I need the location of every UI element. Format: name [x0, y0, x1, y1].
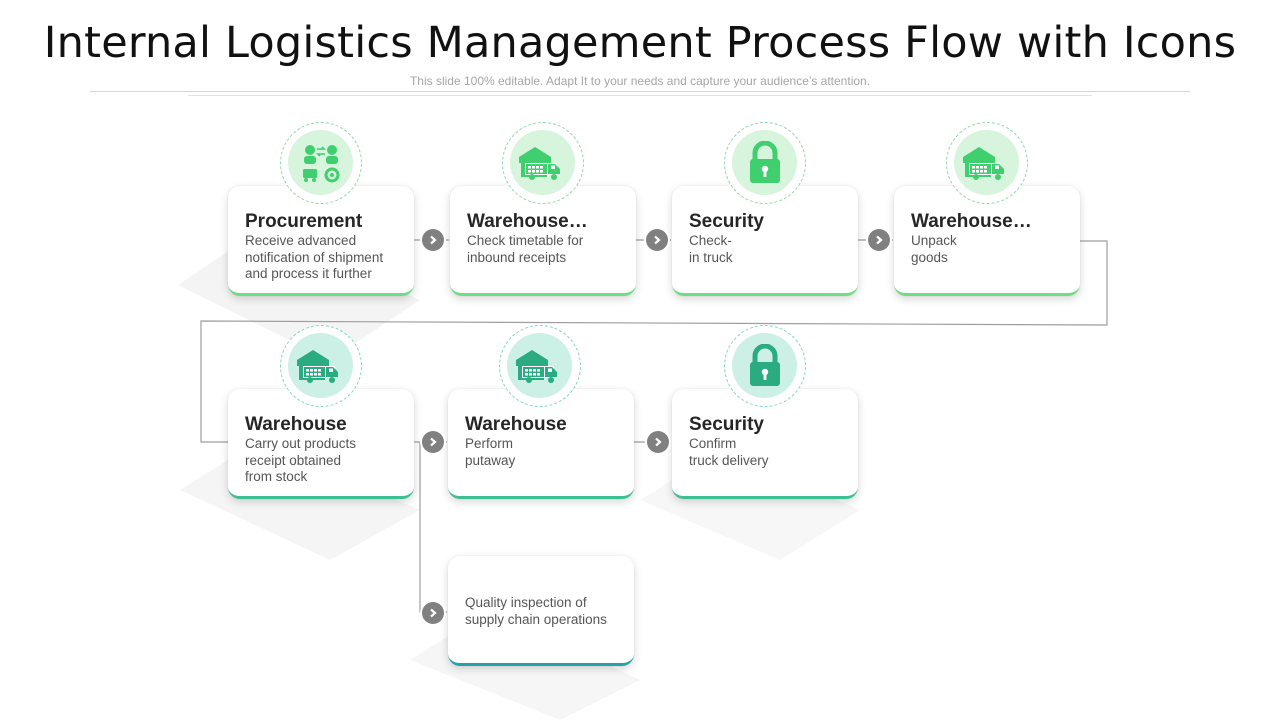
step-card-warehouse-3: Warehouse Carry out products receipt obt… [228, 389, 414, 499]
step-icon-badge [724, 122, 806, 204]
flow-arrow-icon [422, 431, 444, 453]
flow-arrow-icon [422, 602, 444, 624]
step-title: Security [689, 415, 764, 435]
step-description: Unpack goods [911, 233, 957, 265]
step-description: Carry out products receipt obtained from… [245, 436, 357, 484]
padlock-icon [749, 343, 780, 386]
title-divider-secondary [188, 95, 1092, 96]
flow-arrow-icon [647, 431, 669, 453]
step-card-procurement: Procurement Receive advanced notificatio… [228, 186, 414, 296]
step-description: Perform putaway [465, 436, 516, 468]
warehouse-truck-icon [296, 349, 338, 383]
padlock-icon [749, 140, 780, 183]
step-description: Receive advanced notification of shipmen… [245, 233, 384, 281]
step-icon-badge [502, 122, 584, 204]
flow-arrow-icon [422, 229, 444, 251]
warehouse-truck-icon [515, 349, 557, 383]
step-description: Check timetable for inbound receipts [467, 233, 584, 265]
warehouse-truck-icon [518, 146, 560, 180]
step-title: Security [689, 212, 764, 232]
flow-arrow-icon [646, 229, 668, 251]
slide-subtitle: This slide 100% editable. Adapt It to yo… [409, 74, 871, 88]
step-title: Warehouse [245, 415, 347, 435]
step-card-security-2: Security Confirm truck delivery [672, 389, 858, 499]
step-description: Check- in truck [689, 233, 733, 265]
step-title: Procurement [245, 212, 363, 232]
step-card-warehouse-1: Warehouse… Check timetable for inbound r… [450, 186, 636, 296]
step-title: Warehouse… [467, 212, 588, 232]
warehouse-truck-icon [962, 146, 1004, 180]
step-card-warehouse-2: Warehouse… Unpack goods [894, 186, 1080, 296]
step-card-security-1: Security Check- in truck [672, 186, 858, 296]
step-card-warehouse-4: Warehouse Perform putaway [448, 389, 634, 499]
step-description: Confirm truck delivery [689, 436, 769, 468]
step-title: Warehouse [465, 415, 567, 435]
title-divider [90, 91, 1190, 92]
step-icon-badge [280, 325, 362, 407]
flow-arrow-icon [868, 229, 890, 251]
step-icon-badge [280, 122, 362, 204]
step-icon-badge [946, 122, 1028, 204]
procurement-people-icon [302, 144, 339, 182]
step-icon-badge [499, 325, 581, 407]
step-icon-badge [724, 325, 806, 407]
step-card-quality-inspection: Quality inspection of supply chain opera… [448, 556, 634, 666]
step-description: Quality inspection of supply chain opera… [465, 595, 607, 627]
step-title: Warehouse… [911, 212, 1032, 232]
slide-title: Internal Logistics Management Process Fl… [43, 18, 1237, 68]
